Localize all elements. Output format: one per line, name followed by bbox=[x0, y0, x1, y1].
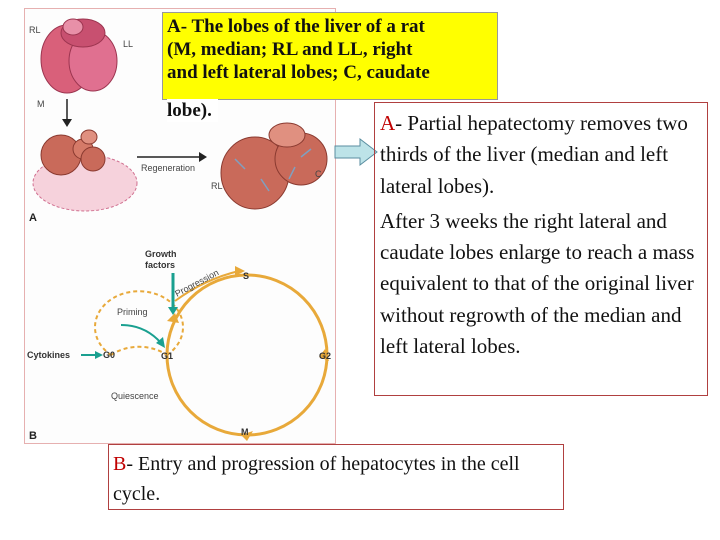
label-m: M bbox=[37, 99, 45, 109]
caption-para-2: After 3 weeks the right lateral and caud… bbox=[380, 208, 695, 359]
panel-letter-b: B bbox=[29, 430, 37, 442]
label-factors: factors bbox=[145, 260, 175, 270]
label-c: C bbox=[315, 169, 322, 179]
regeneration-arrow-head bbox=[199, 152, 207, 162]
priming-arrow bbox=[120, 324, 162, 344]
label-g1: G1 bbox=[161, 351, 173, 361]
label-ll: LL bbox=[123, 39, 133, 49]
label-g2: G2 bbox=[319, 351, 331, 361]
label-g0: G0 bbox=[103, 350, 115, 360]
panel-letter-a: A bbox=[29, 212, 37, 224]
label-m-phase: M bbox=[241, 427, 249, 437]
label-priming: Priming bbox=[117, 307, 148, 317]
caption-partial-hepatectomy: A- Partial hepatectomy removes two third… bbox=[380, 108, 710, 362]
label-rl-regenerated: RL bbox=[211, 181, 223, 191]
label-cytokines: Cytokines bbox=[27, 350, 70, 360]
regenerated-liver bbox=[220, 122, 328, 210]
caption-liver-lobes: A- The lobes of the liver of a rat (M, m… bbox=[162, 12, 498, 122]
label-growth: Growth bbox=[145, 249, 177, 259]
remaining-lobes bbox=[40, 129, 106, 176]
label-s: S bbox=[243, 271, 249, 281]
cycle-arrow-g2 bbox=[319, 349, 329, 361]
caption-line-3: and left lateral lobes; C, caudate bbox=[167, 62, 430, 83]
pointer-arrow-icon bbox=[334, 138, 378, 166]
label-regeneration: Regeneration bbox=[141, 163, 195, 173]
liver-cycle-diagram: RL LL M Regeneration bbox=[27, 18, 331, 442]
caption-para-1: A- Partial hepatectomy removes two third… bbox=[380, 111, 688, 198]
caption-partial-hepatectomy-box bbox=[374, 102, 708, 396]
whole-liver bbox=[40, 18, 118, 94]
caption-line-1: A- The lobes of the liver of a rat bbox=[167, 16, 425, 37]
down-arrow-head bbox=[62, 119, 72, 127]
cycle-arrow-g1 bbox=[167, 313, 179, 323]
caption-line-4: lobe). bbox=[167, 99, 218, 122]
label-rl: RL bbox=[29, 25, 41, 35]
progression-arrow bbox=[174, 270, 240, 302]
cycle-arrow-m bbox=[241, 431, 253, 441]
caption-line-2: (M, median; RL and LL, right bbox=[167, 39, 413, 60]
caption-cell-cycle: B- Entry and progression of hepatocytes … bbox=[108, 444, 564, 510]
caption-lead-b: B bbox=[113, 453, 127, 475]
caption-lead-a: A bbox=[380, 111, 396, 135]
cell-cycle-ring bbox=[165, 273, 329, 437]
quiescence-loop bbox=[94, 290, 184, 356]
label-quiescence: Quiescence bbox=[111, 391, 159, 401]
